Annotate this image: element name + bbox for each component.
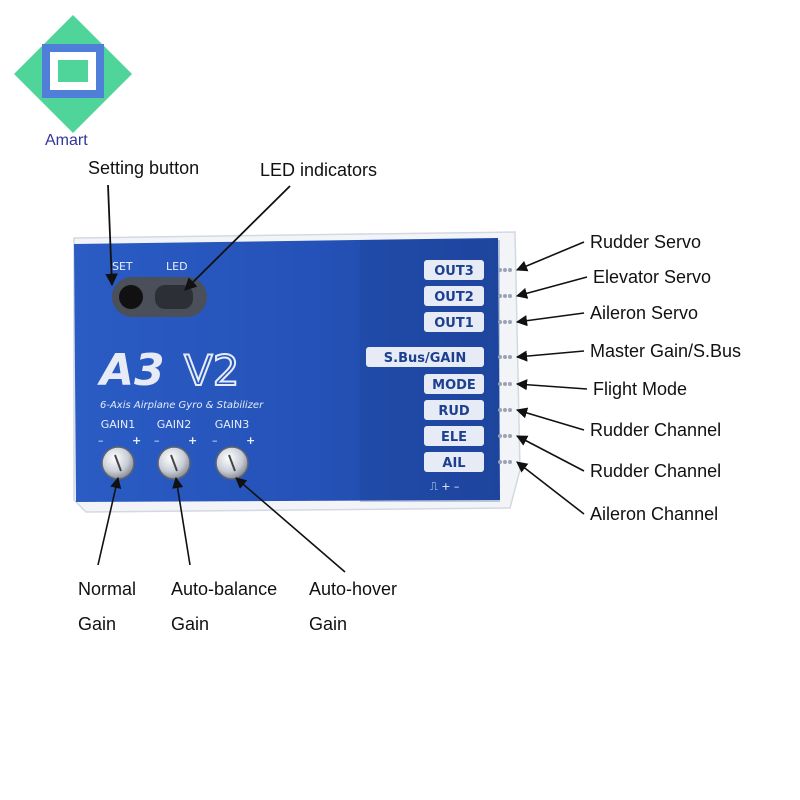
polarity-minus: – <box>154 434 160 447</box>
callout-arrow <box>516 461 585 515</box>
callout-label-line1: Auto-balance <box>171 579 277 599</box>
callout-arrow <box>515 379 588 391</box>
pin-icon <box>503 408 507 412</box>
port-label-bg <box>424 374 484 394</box>
led-indicator <box>155 285 193 309</box>
port-label: OUT2 <box>434 290 474 305</box>
brand-logo: Amart <box>14 15 132 149</box>
port-label-bg <box>424 260 484 280</box>
knob-slot <box>228 454 236 472</box>
polarity-plus: + <box>132 434 141 447</box>
pin-icon <box>503 382 507 386</box>
pin-icon <box>503 268 507 272</box>
pin-icon <box>498 408 502 412</box>
port-label: OUT3 <box>434 264 474 279</box>
callout-label-line1: Auto-hover <box>309 579 397 599</box>
callout-label: Rudder Channel <box>590 420 721 440</box>
gyro-device: SET LED A3 V2 6-Axis Airplane Gyro & Sta… <box>73 231 521 513</box>
callout-label: Flight Mode <box>593 379 687 399</box>
port-label: S.Bus/GAIN <box>384 351 466 366</box>
port-label-bg <box>366 347 484 367</box>
polarity-plus: + <box>188 434 197 447</box>
gain-knobs: GAIN1–+GAIN2–+GAIN3–+ <box>98 418 255 480</box>
port-label-bg <box>424 426 484 446</box>
callout-label: Rudder Channel <box>590 461 721 481</box>
callout-arrow <box>235 477 346 573</box>
pin-icon <box>508 320 512 324</box>
pin-icon <box>498 355 502 359</box>
port-label: ELE <box>441 430 467 445</box>
callout-label: Elevator Servo <box>593 267 711 287</box>
polarity-minus: – <box>98 434 104 447</box>
callout-arrow <box>97 476 122 566</box>
pin-icon <box>503 294 507 298</box>
callout-label-line2: Gain <box>78 614 116 634</box>
callout-arrow <box>172 476 191 566</box>
port-label-bg <box>424 400 484 420</box>
pin-icon <box>498 320 502 324</box>
callout-label: Master Gain/S.Bus <box>590 341 741 361</box>
callout-label-line2: Gain <box>171 614 209 634</box>
knob-slot <box>170 454 178 472</box>
model-name-a: A3 <box>97 345 165 396</box>
callout-label: Aileron Channel <box>590 504 718 524</box>
callout-arrow <box>515 312 585 327</box>
port-label: AIL <box>442 456 465 471</box>
gain-label: GAIN3 <box>215 418 250 431</box>
pin-icon <box>498 268 502 272</box>
brand-name: Amart <box>45 132 88 149</box>
gain-label: GAIN1 <box>101 418 136 431</box>
pin-icon <box>508 460 512 464</box>
pin-icon <box>508 294 512 298</box>
arrow-setting-button <box>105 184 118 287</box>
port-label: RUD <box>438 404 470 419</box>
pin-legend: ⎍ + – <box>430 480 459 493</box>
callout-setting-button: Setting button <box>88 158 199 178</box>
setting-button[interactable] <box>119 285 143 309</box>
gain-label: GAIN2 <box>157 418 192 431</box>
callout-arrow <box>516 435 585 472</box>
callout-arrow <box>515 241 585 272</box>
callout-arrow <box>515 276 588 299</box>
callout-label: Aileron Servo <box>590 303 698 323</box>
pin-icon <box>503 434 507 438</box>
callout-label-line1: Normal <box>78 579 136 599</box>
model-name-b: V2 <box>184 346 239 395</box>
callout-arrow <box>515 407 585 431</box>
callout-led-indicators: LED indicators <box>260 160 377 180</box>
port-label-bg <box>424 452 484 472</box>
polarity-plus: + <box>246 434 255 447</box>
port-label: MODE <box>432 378 476 393</box>
device-subtitle: 6-Axis Airplane Gyro & Stabilizer <box>100 400 264 411</box>
set-label: SET <box>112 260 133 273</box>
polarity-minus: – <box>212 434 218 447</box>
pin-icon <box>498 434 502 438</box>
pin-icon <box>508 268 512 272</box>
pin-icon <box>508 434 512 438</box>
pin-icon <box>498 294 502 298</box>
callout-label: Rudder Servo <box>590 232 701 252</box>
pin-icon <box>498 382 502 386</box>
port-label-bg <box>424 286 484 306</box>
pin-icon <box>498 460 502 464</box>
pin-icon <box>503 320 507 324</box>
pin-icon <box>508 382 512 386</box>
pin-icon <box>503 460 507 464</box>
port-label: OUT1 <box>434 316 474 331</box>
pin-icon <box>508 355 512 359</box>
callout-label-line2: Gain <box>309 614 347 634</box>
pin-icon <box>508 408 512 412</box>
knob-slot <box>114 454 122 472</box>
port-label-bg <box>424 312 484 332</box>
arrow-led-indicators <box>184 185 291 291</box>
pin-icon <box>503 355 507 359</box>
logo-inner-square <box>58 60 88 82</box>
led-label: LED <box>166 260 188 273</box>
callout-arrow <box>515 350 585 362</box>
